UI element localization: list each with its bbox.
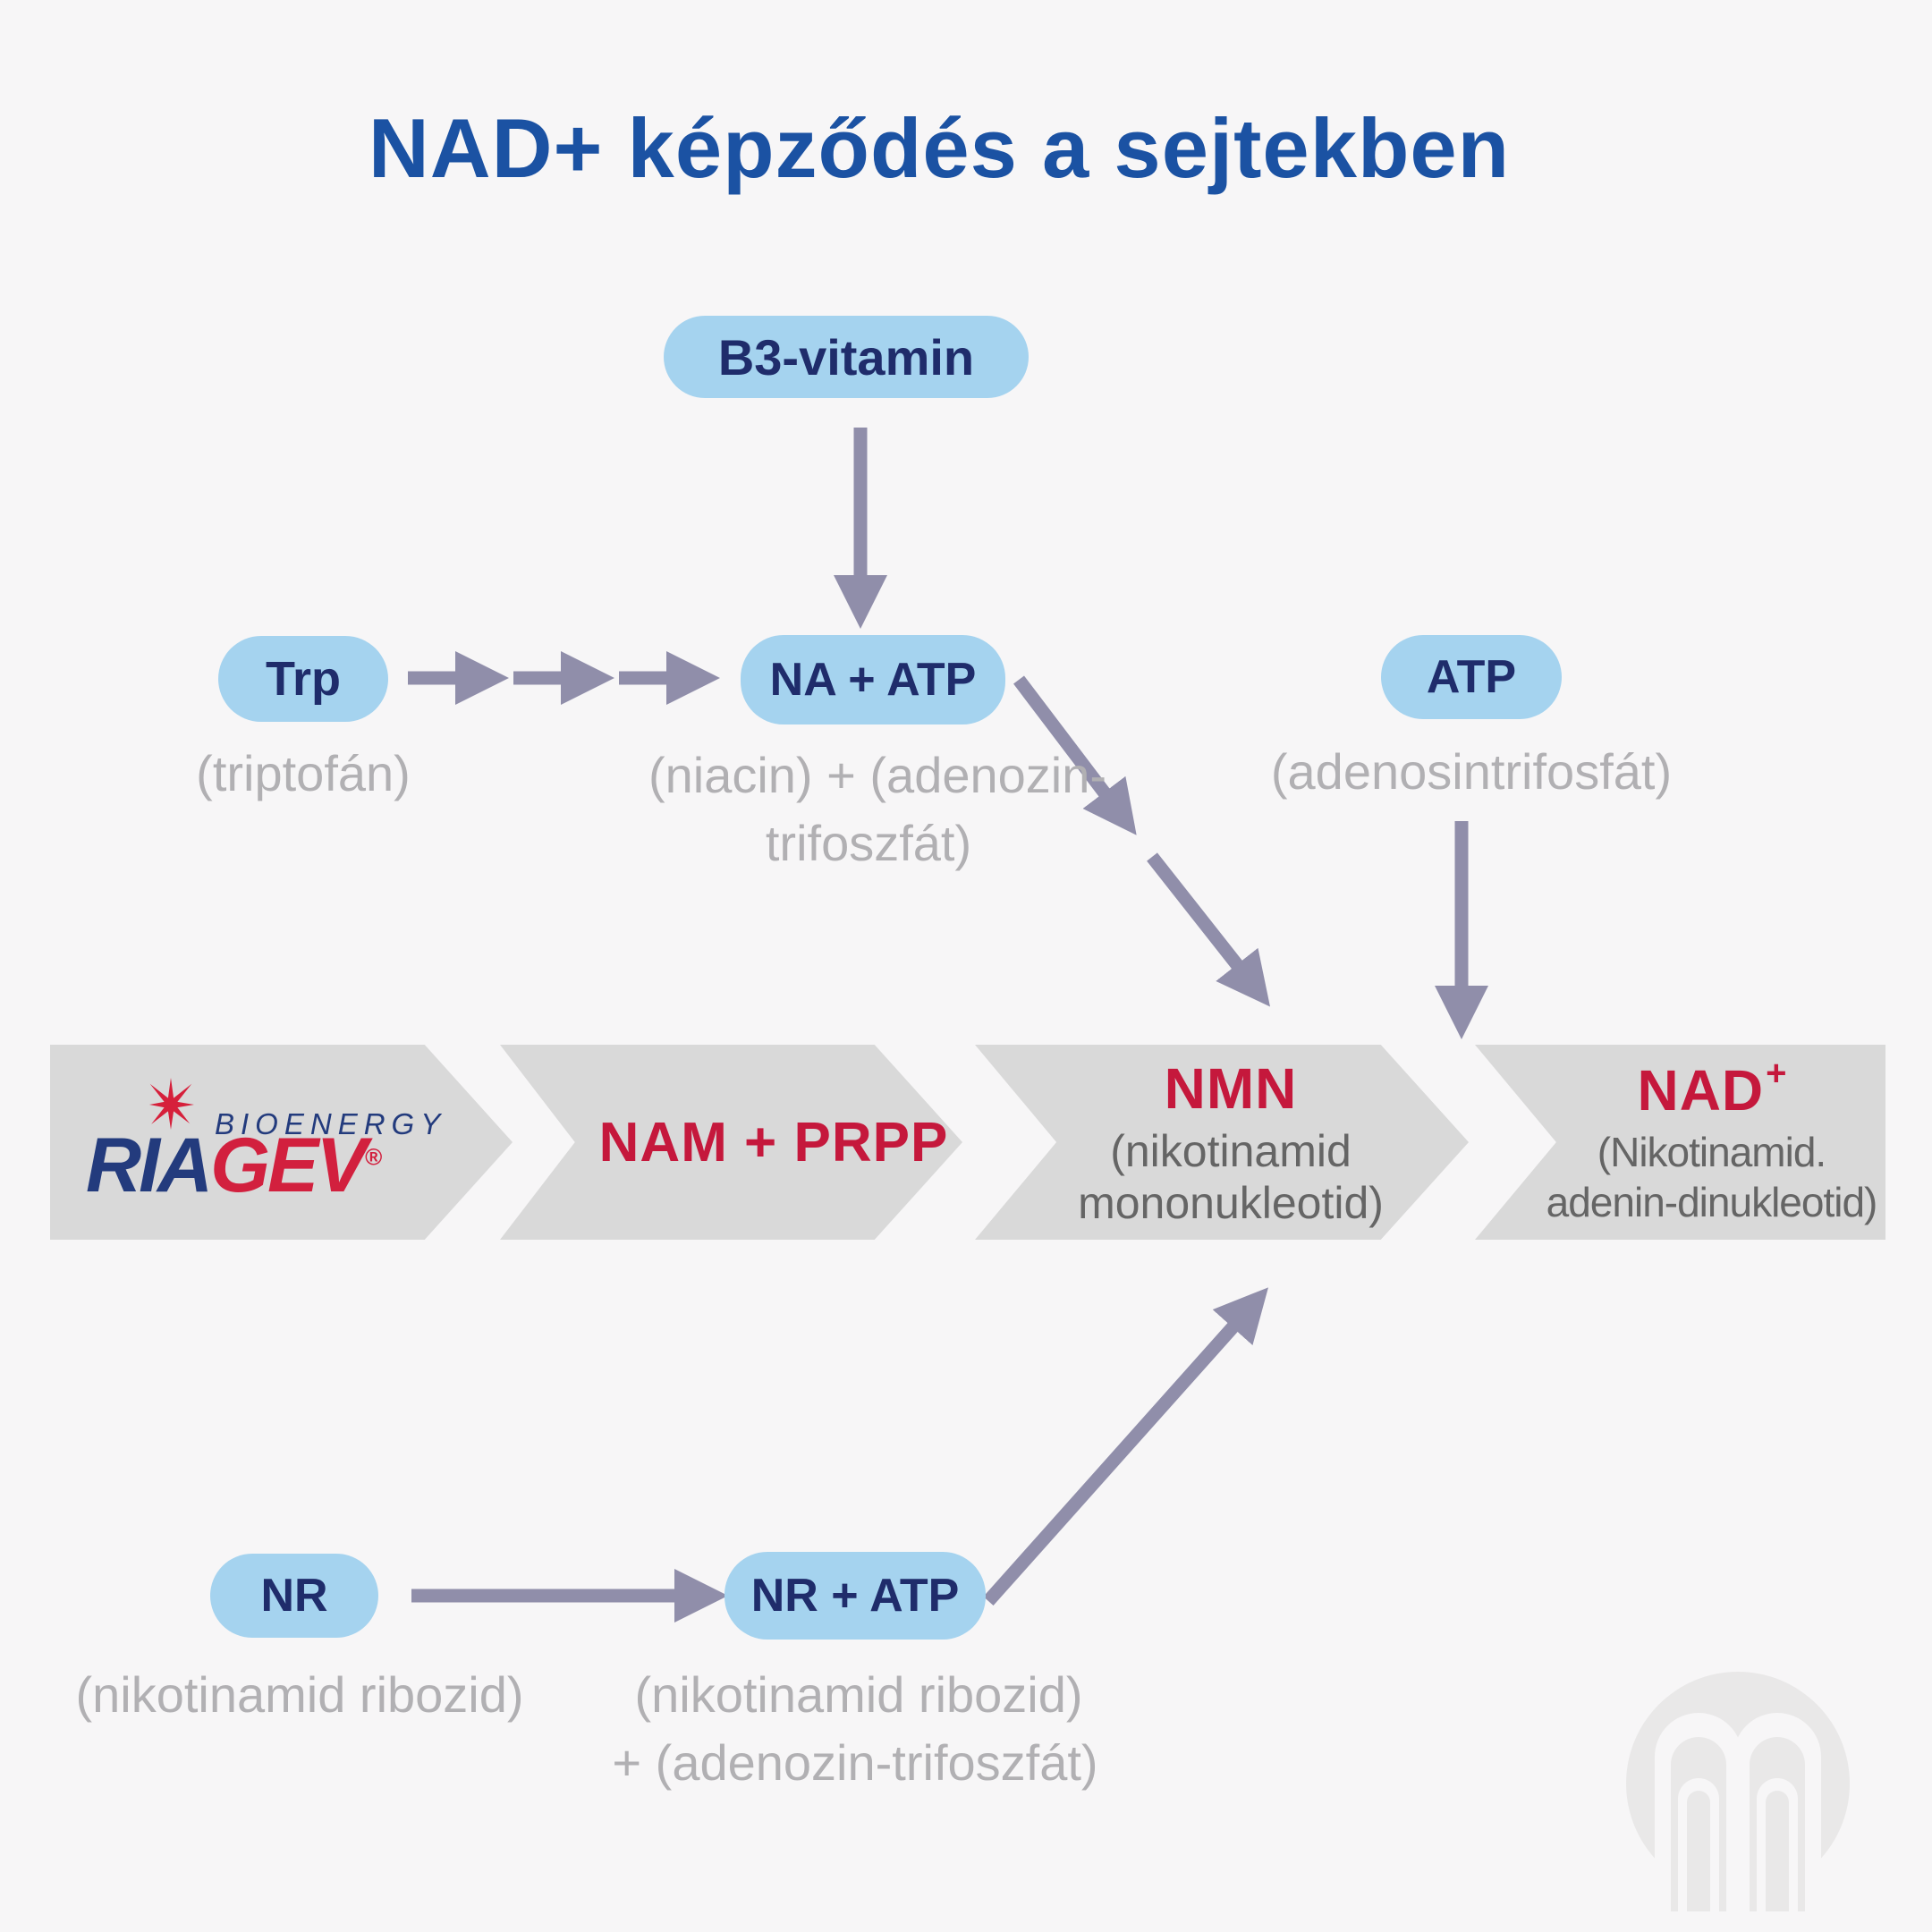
note-niacin-line-1: (niacin) + (adenozin- [648, 747, 1107, 803]
node-nr-label: NR [260, 1570, 328, 1622]
logo-ria-part: RIA [86, 1123, 213, 1208]
step-nmn-sub-line-1: (nikotinamid [1110, 1126, 1352, 1176]
note-adenosintrifosfat: (adenosintrifosfát) [1270, 743, 1673, 800]
process-step-riagev-logo: BIOENERGY RIAGEV® [50, 1045, 513, 1240]
node-na-atp: NA + ATP [741, 635, 1005, 724]
node-nr-atp: NR + ATP [724, 1552, 986, 1640]
node-b3-vitamin-label: B3-vitamin [717, 328, 975, 386]
step-nam-prpp-label: NAM + PRPP [598, 1111, 949, 1174]
page-title: NAD+ képződés a sejtekben [368, 101, 1511, 195]
step-nmn-sub-line-2: mononukleotid) [1078, 1178, 1384, 1228]
logo-gev-part: GEV [210, 1123, 368, 1208]
arrow-na-atp-diag-2 [1147, 852, 1270, 1007]
step-nad-content: NAD+ (Nikotinamid. adenin-dinukleotid) [1546, 1053, 1878, 1227]
registered-mark-icon: ® [364, 1143, 382, 1171]
step-nad-sub-line-1: (Nikotinamid. [1597, 1129, 1826, 1175]
arrow-nr-atp-to-nmn [983, 1287, 1268, 1606]
logo-riagev-text: RIAGEV® [86, 1127, 382, 1204]
nad-plus-superscript: + [1766, 1053, 1788, 1093]
node-atp: ATP [1381, 635, 1562, 719]
star-icon [149, 1078, 194, 1130]
step-nad-label: NAD+ [1637, 1053, 1788, 1123]
node-nr-atp-label: NR + ATP [750, 1570, 960, 1622]
arrow-na-atp-diag-1 [1013, 675, 1137, 835]
note-triptofan: (triptofán) [196, 745, 411, 801]
node-nr: NR [210, 1554, 378, 1638]
note-nr-atp-line-1: (nikotinamid ribozid) [634, 1666, 1083, 1723]
step-nmn-content: NMN (nikotinamid mononukleotid) [1078, 1055, 1384, 1229]
step-nmn-label: NMN [1164, 1056, 1298, 1121]
riagev-logo: BIOENERGY RIAGEV® [86, 1072, 479, 1215]
node-trp: Trp [218, 636, 388, 722]
note-nikotinamid-ribozid: (nikotinamid ribozid) [75, 1666, 524, 1723]
note-niacin-line-2: trifoszfát) [765, 815, 972, 871]
node-trp-label: Trp [265, 652, 341, 706]
step-nad-sub-line-2: adenin-dinukleotid) [1546, 1179, 1878, 1225]
node-b3-vitamin: B3-vitamin [664, 316, 1029, 398]
note-nr-atp-line-2: + (adenozin-trifoszfát) [612, 1734, 1098, 1791]
process-step-nmn: NMN (nikotinamid mononukleotid) [975, 1045, 1469, 1240]
node-na-atp-label: NA + ATP [769, 654, 977, 706]
logo-bioenergy-text: BIOENERGY [215, 1107, 447, 1140]
node-atp-label: ATP [1426, 651, 1517, 703]
watermark-logo [1626, 1672, 1850, 1911]
process-step-nam-prpp: NAM + PRPP [500, 1045, 962, 1240]
